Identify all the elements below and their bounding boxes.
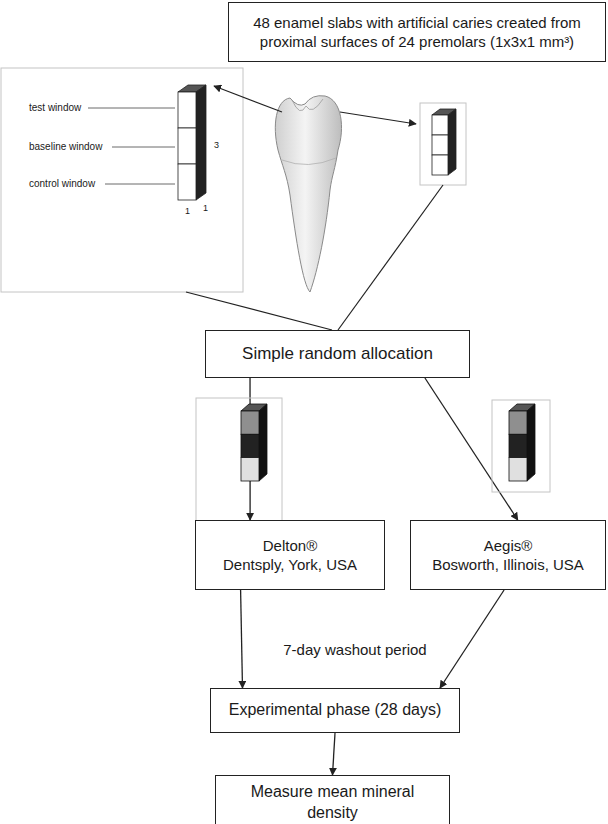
flow-arrow: [333, 733, 336, 775]
source-box: 48 enamel slabs with artificial caries c…: [228, 2, 606, 62]
slab-window: [178, 92, 196, 128]
treated-slab: [241, 404, 267, 481]
baseline-window: [241, 434, 259, 457]
box-text: Bosworth, Illinois, USA: [432, 555, 584, 575]
slab-side: [448, 109, 456, 175]
slab-side: [196, 85, 206, 200]
treated-slab: [509, 404, 535, 481]
slab-side: [259, 404, 267, 481]
baseline-window: [509, 434, 527, 457]
control-window: [241, 458, 259, 481]
label-text: 1: [202, 203, 209, 213]
inset-frame: [492, 400, 550, 492]
tooth-arrow: [214, 86, 282, 112]
leader-line: [112, 147, 175, 148]
dimension-label: 3: [213, 140, 220, 150]
test-window: [509, 411, 527, 434]
leader-line: [105, 184, 175, 185]
box-text: Aegis®: [484, 536, 533, 556]
box-text: Delton®: [263, 536, 317, 556]
label-text: 1: [184, 206, 191, 216]
process-box: Experimental phase (28 days): [210, 688, 460, 733]
inset-frame: [1, 68, 243, 292]
material-box: Aegis®Bosworth, Illinois, USA: [410, 520, 606, 590]
process-box: Simple random allocation: [205, 330, 470, 378]
control-window: [509, 458, 527, 481]
merge-line: [338, 185, 443, 330]
flow-arrow: [425, 378, 518, 520]
box-text: Simple random allocation: [242, 343, 433, 365]
tooth-cusp: [292, 99, 323, 111]
tooth-arrow: [340, 112, 416, 124]
box-text: Dentsply, York, USA: [223, 555, 357, 575]
dimension-label: 1: [184, 206, 191, 216]
flow-arrow: [440, 590, 504, 688]
dimension-label: 1: [202, 203, 209, 213]
period-label: 7-day washout period: [282, 641, 427, 658]
slab-window: [178, 164, 196, 200]
window-label: control window: [28, 178, 96, 189]
label-text: test window: [28, 102, 82, 113]
label-text: control window: [28, 178, 96, 189]
enamel-slab: [432, 109, 456, 175]
slab-window: [432, 115, 448, 135]
slab-side: [527, 404, 535, 481]
enamel-slab: [178, 85, 206, 200]
window-label: test window: [28, 102, 82, 113]
slab-window: [432, 135, 448, 155]
box-text: Experimental phase (28 days): [229, 700, 442, 721]
outcome-box: Measure mean mineral density: [215, 775, 450, 824]
slab-window: [178, 128, 196, 164]
box-text: Measure mean mineral density: [224, 782, 441, 824]
leader-line: [88, 108, 175, 109]
box-text: 48 enamel slabs with artificial caries c…: [237, 13, 597, 52]
premolar-tooth: [275, 96, 341, 292]
merge-line: [186, 292, 332, 330]
label-text: 3: [213, 140, 220, 150]
label-text: 7-day washout period: [282, 641, 427, 658]
slab-window: [432, 155, 448, 175]
window-label: baseline window: [28, 141, 103, 152]
tooth-cervical-line: [282, 158, 336, 165]
flow-arrow: [241, 590, 243, 688]
inset-frame: [420, 103, 466, 185]
tooth-outline: [275, 96, 341, 292]
material-box: Delton®Dentsply, York, USA: [195, 520, 385, 590]
test-window: [241, 411, 259, 434]
label-text: baseline window: [28, 141, 103, 152]
